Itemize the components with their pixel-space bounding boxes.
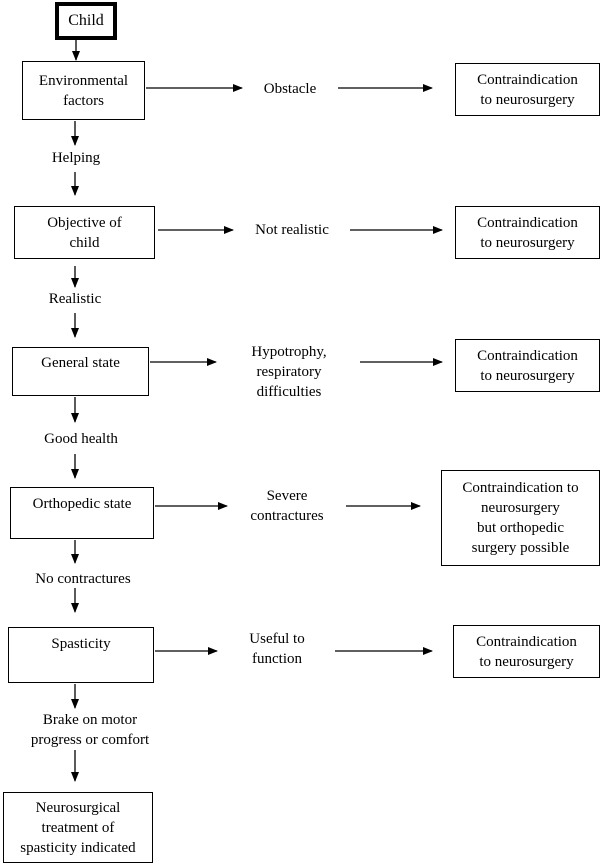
outcome-text: Contraindication xyxy=(477,71,578,88)
node-environmental-factors: Environmental factors xyxy=(22,61,145,120)
label-realistic: Realistic xyxy=(20,289,130,309)
condition-text: contractures xyxy=(250,508,324,524)
label-text: Helping xyxy=(51,150,101,166)
node-text: Orthopedic state xyxy=(32,496,132,512)
condition-text: Obstacle xyxy=(263,81,317,97)
node-spasticity: Spasticity xyxy=(8,627,154,683)
node-text: General state xyxy=(41,355,120,371)
outcome-text: Contraindication xyxy=(477,347,578,364)
condition-not-realistic: Not realistic xyxy=(236,220,348,240)
condition-hypotrophy: Hypotrophy, respiratory difficulties xyxy=(222,342,356,402)
outcome-text: to neurosurgery xyxy=(480,91,575,108)
outcome-text: to neurosurgery xyxy=(480,234,575,251)
outcome-text: to neurosurgery xyxy=(480,367,575,384)
condition-text: Not realistic xyxy=(255,222,329,238)
node-text: Spasticity xyxy=(51,636,111,652)
node-orthopedic-state: Orthopedic state xyxy=(10,487,154,539)
outcome-text: neurosurgery xyxy=(481,500,560,516)
outcome-contraindication-5: Contraindication to neurosurgery xyxy=(453,625,600,678)
node-text: Environmental xyxy=(38,72,129,89)
node-text: treatment of xyxy=(41,819,115,836)
condition-text: Severe xyxy=(266,488,308,504)
outcome-text: Contraindication xyxy=(477,214,578,231)
outcome-text: but orthopedic xyxy=(476,520,565,536)
label-helping: Helping xyxy=(20,148,132,168)
condition-text: respiratory xyxy=(256,364,322,380)
condition-text: Hypotrophy, xyxy=(251,344,327,360)
label-text: Brake on motor xyxy=(42,712,138,728)
condition-obstacle: Obstacle xyxy=(245,79,335,99)
condition-text: function xyxy=(252,651,302,667)
node-text: Neurosurgical xyxy=(35,799,121,816)
condition-text: Useful to xyxy=(249,631,305,647)
node-text: child xyxy=(69,234,100,251)
node-general-state: General state xyxy=(12,347,149,396)
label-good-health: Good health xyxy=(22,429,140,449)
outcome-contraindication-1: Contraindication to neurosurgery xyxy=(455,63,600,116)
condition-useful-to-function: Useful to function xyxy=(222,629,332,669)
label-brake: Brake on motor progress or comfort xyxy=(10,710,170,750)
outcome-contraindication-orthopedic: Contraindication to neurosurgery but ort… xyxy=(441,470,600,566)
node-text: factors xyxy=(63,92,104,109)
label-text: progress or comfort xyxy=(30,732,150,748)
label-text: Realistic xyxy=(48,291,102,307)
outcome-text: to neurosurgery xyxy=(479,653,574,670)
condition-text: difficulties xyxy=(256,384,322,400)
outcome-contraindication-2: Contraindication to neurosurgery xyxy=(455,206,600,259)
node-text: spasticity indicated xyxy=(20,839,136,856)
condition-severe-contractures: Severe contractures xyxy=(230,486,344,526)
outcome-text: Contraindication xyxy=(476,633,577,650)
node-text: Objective of xyxy=(47,214,122,231)
label-no-contractures: No contractures xyxy=(18,569,148,589)
node-child: Child xyxy=(55,2,117,40)
node-child-label: Child xyxy=(68,12,104,29)
node-neurosurgical-treatment: Neurosurgical treatment of spasticity in… xyxy=(3,792,153,863)
outcome-text: Contraindication to xyxy=(462,480,579,496)
outcome-contraindication-3: Contraindication to neurosurgery xyxy=(455,339,600,392)
node-objective-of-child: Objective of child xyxy=(14,206,155,259)
outcome-text: surgery possible xyxy=(471,540,570,556)
label-text: Good health xyxy=(44,431,118,447)
label-text: No contractures xyxy=(35,571,131,587)
